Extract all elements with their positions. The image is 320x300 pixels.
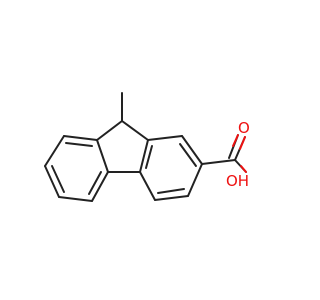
left-ring-bond-1-inner xyxy=(65,142,93,147)
right-ring-bond-4-inner xyxy=(157,188,185,194)
c9-c9a-bond xyxy=(96,120,123,141)
oxygen-double-label: O xyxy=(238,119,250,137)
carbonyl-bond-b-red xyxy=(232,134,239,147)
right-ring-bond-6 xyxy=(139,139,149,173)
carboxyl-carbon-bond xyxy=(201,159,236,165)
right-ring-bond-5 xyxy=(139,171,156,201)
structure-canvas: O OH xyxy=(44,92,250,202)
right-ring-bond-1 xyxy=(147,135,183,141)
left-ring-bond-3 xyxy=(44,165,60,198)
right-ring-bond-2 xyxy=(181,135,203,165)
left-ring-bond-2 xyxy=(44,135,65,167)
hydroxyl-bond-red xyxy=(240,165,247,173)
left-ring-bond-5-inner xyxy=(88,171,102,195)
left-ring-bond-5 xyxy=(91,171,109,202)
carbonyl-bond-a-red xyxy=(239,136,246,150)
left-ring-bond-4 xyxy=(58,196,93,202)
skeletal-formula: O OH xyxy=(44,92,250,202)
left-ring-bond-6 xyxy=(96,139,109,173)
right-ring-bond-4 xyxy=(154,195,189,201)
right-ring-bond-6-inner xyxy=(145,145,153,169)
hydroxyl-label: OH xyxy=(226,172,249,190)
left-ring-bond-3-inner xyxy=(51,165,65,193)
left-ring-bond-1 xyxy=(63,135,98,141)
right-ring-bond-2-inner xyxy=(179,143,197,167)
c9-c8a-bond xyxy=(121,120,149,141)
right-ring-bond-3 xyxy=(187,163,203,197)
